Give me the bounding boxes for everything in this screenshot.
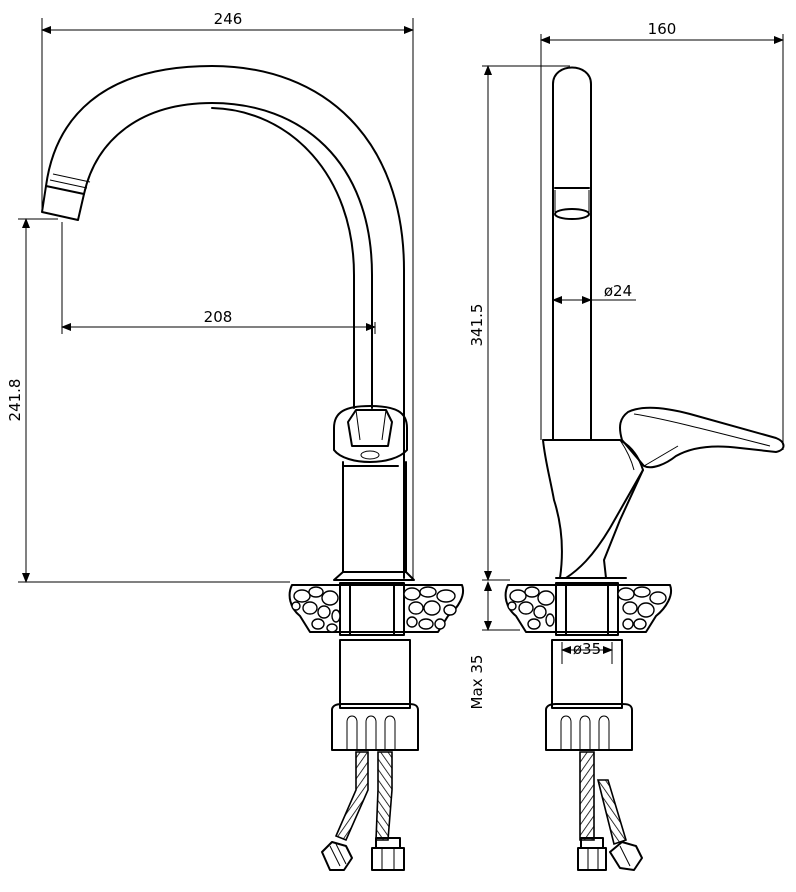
front-dim-208: 208 xyxy=(61,222,376,334)
front-mounting-nut xyxy=(331,639,419,751)
side-dim-160-label: 160 xyxy=(648,20,677,38)
side-body xyxy=(542,406,785,579)
side-dim-341-5-label: 341.5 xyxy=(468,304,486,347)
front-pebble-base xyxy=(288,582,464,636)
side-dim-24-label: ø24 xyxy=(604,282,632,300)
front-dim-208-label: 208 xyxy=(204,308,233,326)
side-mounting-nut: ø35 xyxy=(545,639,633,751)
side-dim-160: 160 xyxy=(540,20,784,450)
side-view: 160 341.5 Max 35 ø24 xyxy=(468,20,785,871)
side-dim-341-5: 341.5 xyxy=(468,65,570,581)
front-dim-246-label: 246 xyxy=(214,10,243,28)
side-dim-24: ø24 xyxy=(552,282,636,304)
side-hoses xyxy=(577,751,643,871)
front-dim-241-8: 241.8 xyxy=(6,218,290,583)
front-body xyxy=(333,461,415,581)
front-spout xyxy=(41,65,405,579)
front-handle xyxy=(333,405,408,467)
side-spout xyxy=(552,66,592,441)
front-dim-246: 246 xyxy=(41,10,414,578)
side-pebble-base xyxy=(504,582,672,636)
side-dim-35-label: ø35 xyxy=(573,640,601,658)
front-hoses xyxy=(321,751,405,871)
side-dim-max-35-label: Max 35 xyxy=(468,655,486,710)
side-dim-max-35: Max 35 xyxy=(468,581,520,710)
front-view: 246 208 241.8 xyxy=(6,10,464,871)
front-dim-241-8-label: 241.8 xyxy=(6,379,24,422)
